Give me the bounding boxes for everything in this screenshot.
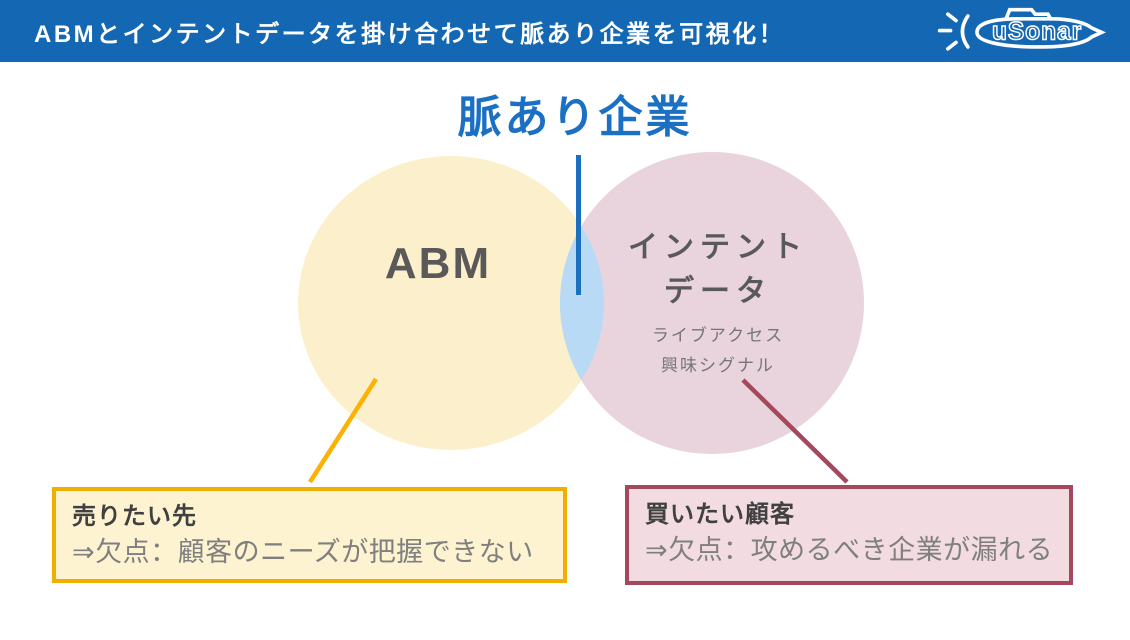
abm-circle: [298, 156, 604, 450]
intent-label: インテント データ ライブアクセス 興味シグナル: [598, 226, 838, 381]
logo-text: uSonar: [992, 18, 1082, 45]
intent-callout-title: 買いたい顧客: [645, 501, 795, 528]
intent-connector-line: [741, 378, 849, 484]
header-title: ABMとインテントデータを掛け合わせて脈あり企業を可視化！: [34, 20, 786, 48]
intent-sub-label-1: ライブアクセス: [651, 326, 785, 345]
usonar-logo-icon: uSonar: [937, 7, 1107, 51]
abm-callout-body: ⇒欠点：顧客のニーズが把握できない: [72, 537, 534, 567]
intent-label-line2: データ: [664, 275, 772, 308]
intent-label-line1: インテント: [628, 231, 808, 264]
submarine-hull: [975, 16, 1107, 49]
intent-callout: 買いたい顧客 ⇒欠点：攻めるべき企業が漏れる: [625, 485, 1073, 585]
abm-callout-title: 売りたい先: [72, 503, 197, 530]
abm-label: ABM: [384, 239, 492, 288]
abm-callout: 売りたい先 ⇒欠点：顧客のニーズが把握できない: [52, 487, 567, 583]
intent-sub-label-2: 興味シグナル: [661, 356, 775, 375]
header-bar: ABMとインテントデータを掛け合わせて脈あり企業を可視化！ uSonar: [0, 0, 1130, 62]
sonar-arc: [960, 13, 970, 49]
intent-circle: [560, 152, 864, 454]
sonar-wave-bottom: [946, 40, 958, 51]
usonar-logo: uSonar: [926, 6, 1108, 57]
submarine-sail: [1004, 7, 1053, 21]
intent-callout-body: ⇒欠点：攻めるべき企業が漏れる: [645, 535, 1054, 565]
abm-connector-line: [308, 377, 378, 484]
sonar-wave-top: [946, 11, 958, 22]
diagram-title: 脈あり企業: [457, 93, 693, 142]
